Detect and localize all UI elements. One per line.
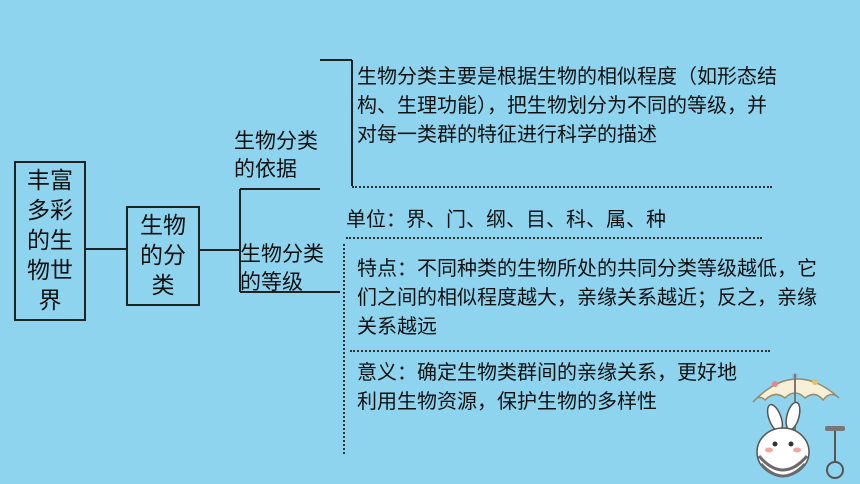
root-node-text: 丰富多彩的生物世界 — [27, 168, 73, 314]
rank-branch-label: 生物分类 的等级 — [240, 242, 324, 294]
dotted-divider — [350, 350, 770, 352]
rank-units-text: 单位：界、门、纲、目、科、属、种 — [346, 207, 666, 231]
classification-node-text: 生物的分类 — [140, 213, 186, 299]
rank-feature-text: 特点：不同种类的生物所处的共同分类等级越低，它们之间的相似程度越大，亲缘关系越近… — [357, 256, 817, 338]
classification-node: 生物的分类 — [126, 206, 200, 306]
basis-description: 生物分类主要是根据生物的相似程度（如形态结构、生理功能），把生物划分为不同的等级… — [357, 64, 777, 146]
dotted-bracket — [343, 244, 345, 454]
basis-branch-label: 生物分类 的依据 — [234, 129, 318, 181]
root-node: 丰富多彩的生物世界 — [14, 161, 86, 321]
rank-meaning-text: 意义：确定生物类群间的亲缘关系，更好地利用生物资源，保护生物的多样性 — [357, 360, 737, 413]
rabbit-umbrella-illustration — [752, 373, 845, 479]
dotted-divider — [352, 186, 772, 188]
dotted-divider — [346, 237, 762, 239]
